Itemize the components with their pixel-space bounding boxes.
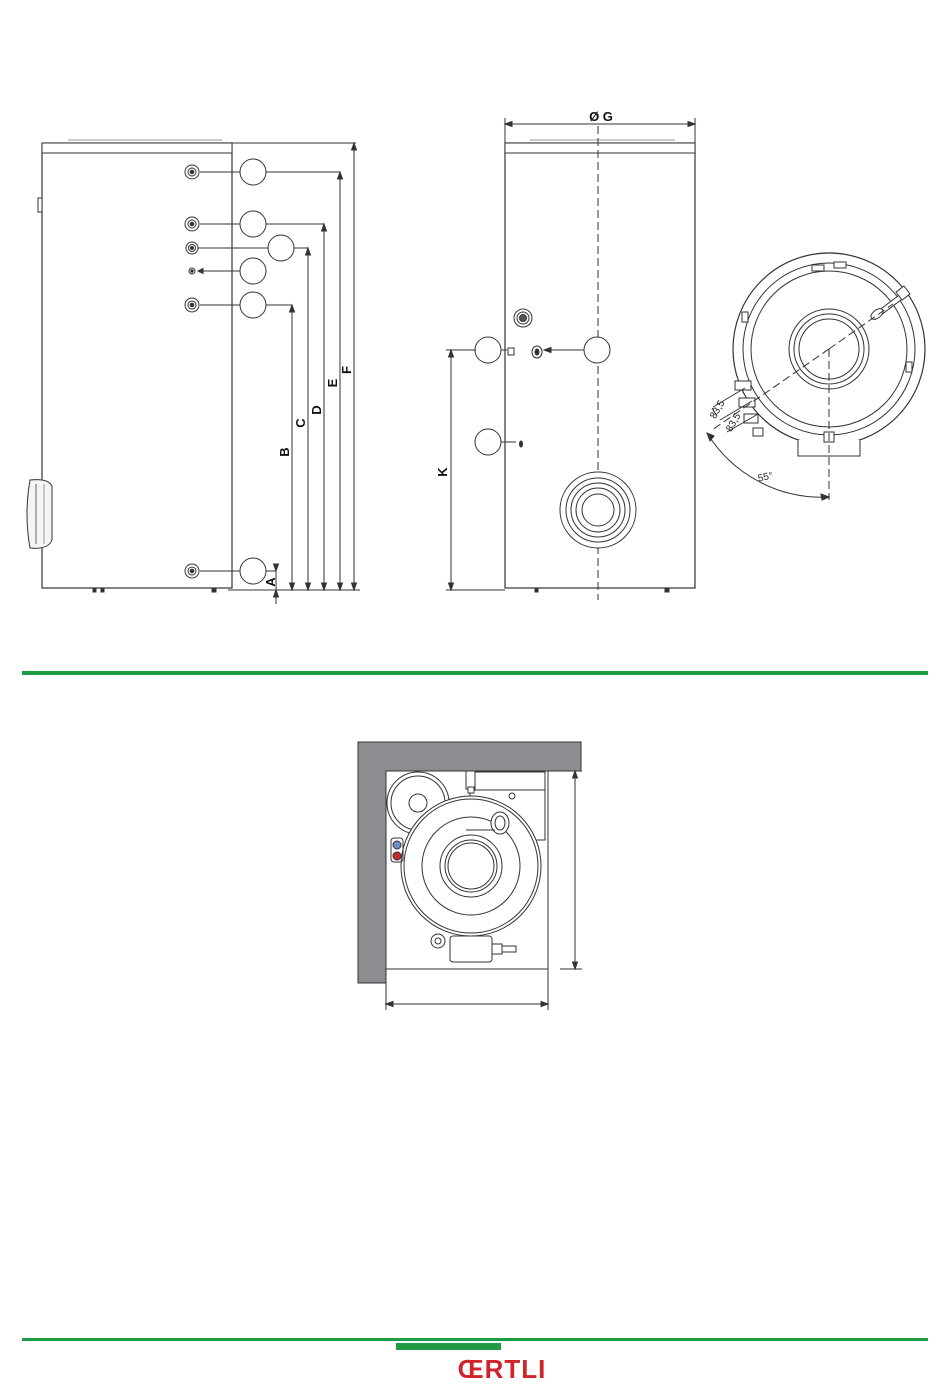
dim-label-F: F <box>339 366 354 374</box>
angle-label: 55° <box>757 471 774 485</box>
tank-top-view <box>707 253 925 500</box>
green-divider <box>22 671 928 675</box>
dim-label-D: D <box>309 405 324 414</box>
tank-side-view <box>27 140 360 604</box>
dim-label-G: Ø G <box>589 109 613 124</box>
footer-rule <box>22 1338 928 1341</box>
brand-logo: ŒRTLI <box>458 1354 547 1384</box>
installation-plan-view <box>358 742 582 1010</box>
dim-label-A: A <box>263 577 278 587</box>
dim-label-K: K <box>435 467 450 477</box>
tank-front-view <box>446 118 695 600</box>
callout-circles-side <box>240 159 294 584</box>
dim-label-B: B <box>277 447 292 456</box>
dim-label-E: E <box>325 378 340 387</box>
dim-label-C: C <box>293 418 308 428</box>
offset-label-2: 83,5 <box>724 411 743 434</box>
footer-green-tab <box>396 1343 501 1350</box>
